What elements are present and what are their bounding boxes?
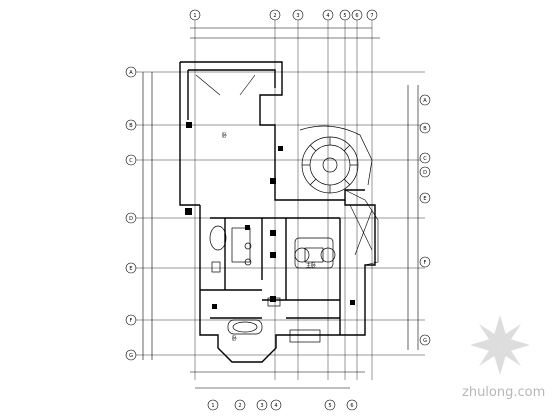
grid-label: C: [129, 158, 133, 164]
grid-labels-left: A B C D E F G: [129, 70, 133, 359]
grid-bubbles-top: [189, 9, 378, 21]
room-tag: 主卧: [306, 262, 316, 269]
dimension-lines: [142, 27, 419, 389]
grid-label: D: [129, 216, 133, 222]
grid-bubbles-bottom: [207, 399, 358, 411]
grid-label: 4: [274, 403, 277, 409]
grid-label: A: [423, 98, 427, 104]
grid-label: D: [423, 170, 427, 176]
grid-label: E: [423, 196, 426, 202]
grid-label: G: [129, 353, 133, 359]
zhulong-logo-icon: [470, 315, 530, 375]
watermark-text: zhulong.com: [462, 385, 545, 400]
grid-labels-bottom: 1 2 3 4 5 6: [211, 403, 353, 409]
grid-label: B: [129, 123, 133, 129]
grid-label: 2: [238, 403, 241, 409]
grid-bubbles-left: [125, 66, 137, 361]
structural-columns: [185, 122, 355, 309]
roof-lines: [195, 74, 379, 266]
room-tag: 卧: [222, 132, 227, 139]
grid-label: F: [424, 260, 427, 266]
room-tag: 卧: [232, 335, 237, 342]
grid-label: G: [423, 338, 427, 344]
grid-label: 6: [355, 13, 358, 19]
grid-label: 3: [260, 403, 263, 409]
grid-label: C: [423, 156, 427, 162]
grid-label: F: [130, 318, 133, 324]
grid-label: 2: [273, 13, 276, 19]
grid-label: 3: [296, 13, 299, 19]
room-tag-group: 卧 主卧 卧: [222, 132, 316, 342]
grid-label: 1: [211, 403, 214, 409]
outer-walls: [179, 61, 376, 363]
grid-labels-right: A B C D E F G: [423, 98, 427, 344]
grid-bubbles-right: [419, 94, 431, 346]
grid-label: B: [423, 126, 427, 132]
fixtures: [209, 225, 336, 343]
grid-label: 7: [370, 13, 373, 19]
spiral-stair: [299, 125, 373, 194]
grid-label: E: [129, 266, 132, 272]
grid-label: 6: [350, 403, 353, 409]
grid-label: 1: [193, 13, 196, 19]
grid-label: 4: [326, 13, 329, 19]
grid-label: A: [129, 70, 133, 76]
grid-label: 5: [343, 13, 346, 19]
grid-labels-top: 1 2 3 4 5 6 7: [193, 13, 373, 19]
grid-label: 5: [328, 403, 331, 409]
